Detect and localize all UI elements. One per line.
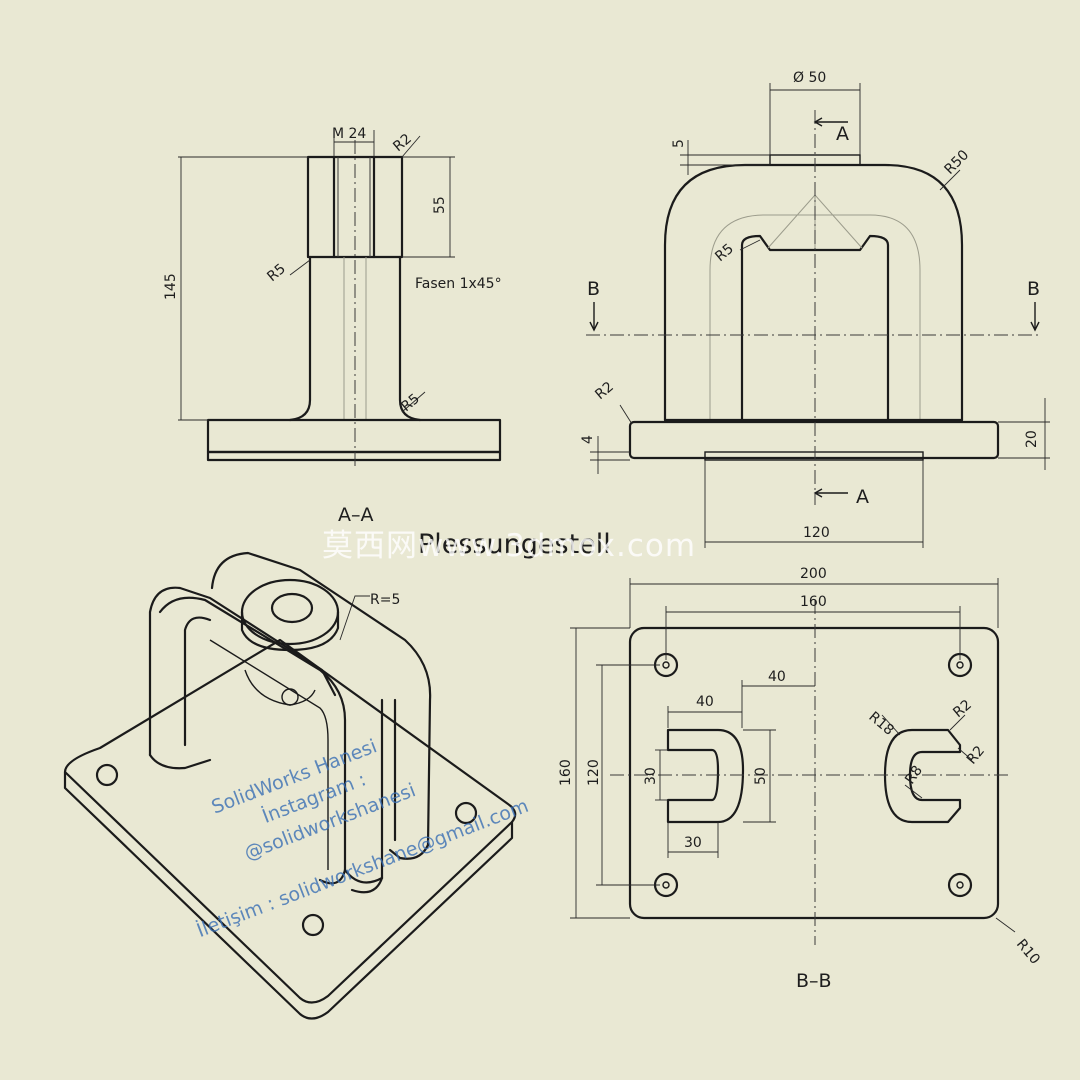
dim-r-eq-5: R=5 bbox=[370, 592, 400, 608]
section-view-aa bbox=[178, 130, 502, 470]
dim-width-40-offset: 40 bbox=[768, 669, 786, 685]
dim-r5-front: R5 bbox=[712, 241, 737, 265]
drawing-title: Plessungestell bbox=[418, 529, 611, 560]
watermark-contact-block: SolidWorks Hanesi İnstagram : @solidwork… bbox=[193, 735, 531, 942]
dim-r2-boss: R2 bbox=[390, 131, 415, 155]
dim-width-30: 30 bbox=[684, 835, 702, 851]
dim-height-120: 120 bbox=[586, 759, 602, 786]
section-label-aa: A–A bbox=[338, 504, 374, 526]
dim-height-4: 4 bbox=[580, 435, 596, 444]
front-view bbox=[586, 83, 1050, 548]
dim-height-160: 160 bbox=[558, 759, 574, 786]
cut-marker-b-left: B bbox=[587, 278, 600, 300]
watermark-site: 莫西网www.3dmox.com bbox=[322, 528, 696, 564]
dim-height-5: 5 bbox=[671, 139, 687, 148]
dim-width-40-profile: 40 bbox=[696, 694, 714, 710]
dim-width-160: 160 bbox=[800, 594, 827, 610]
dim-r5-upper: R5 bbox=[264, 261, 289, 285]
dim-r2-profile-top: R2 bbox=[950, 697, 975, 721]
cut-marker-a-bottom: A bbox=[856, 486, 869, 508]
dim-r18: R18 bbox=[865, 709, 896, 739]
dim-height-30: 30 bbox=[643, 767, 659, 785]
dim-height-20: 20 bbox=[1024, 430, 1040, 448]
note-chamfer: Fasen 1x45° bbox=[415, 276, 502, 292]
isometric-view bbox=[63, 551, 517, 1020]
dim-height-145: 145 bbox=[163, 273, 179, 300]
cut-marker-a-top: A bbox=[836, 123, 849, 145]
dim-r8: R8 bbox=[902, 763, 926, 787]
dim-thread-m24: M 24 bbox=[332, 126, 366, 142]
dim-diameter-50: Ø 50 bbox=[793, 70, 826, 86]
dim-r2-front: R2 bbox=[592, 379, 617, 403]
dim-height-50: 50 bbox=[753, 767, 769, 785]
dim-width-200: 200 bbox=[800, 566, 827, 582]
cut-marker-b-right: B bbox=[1027, 278, 1040, 300]
dim-r10: R10 bbox=[1013, 936, 1043, 967]
section-view-bb bbox=[570, 578, 1016, 945]
section-label-bb: B–B bbox=[796, 970, 832, 992]
dim-height-55: 55 bbox=[432, 196, 448, 214]
dim-r2-profile-side: R2 bbox=[964, 743, 988, 768]
dim-width-120-front: 120 bbox=[803, 525, 830, 541]
dim-r50: R50 bbox=[942, 147, 973, 178]
